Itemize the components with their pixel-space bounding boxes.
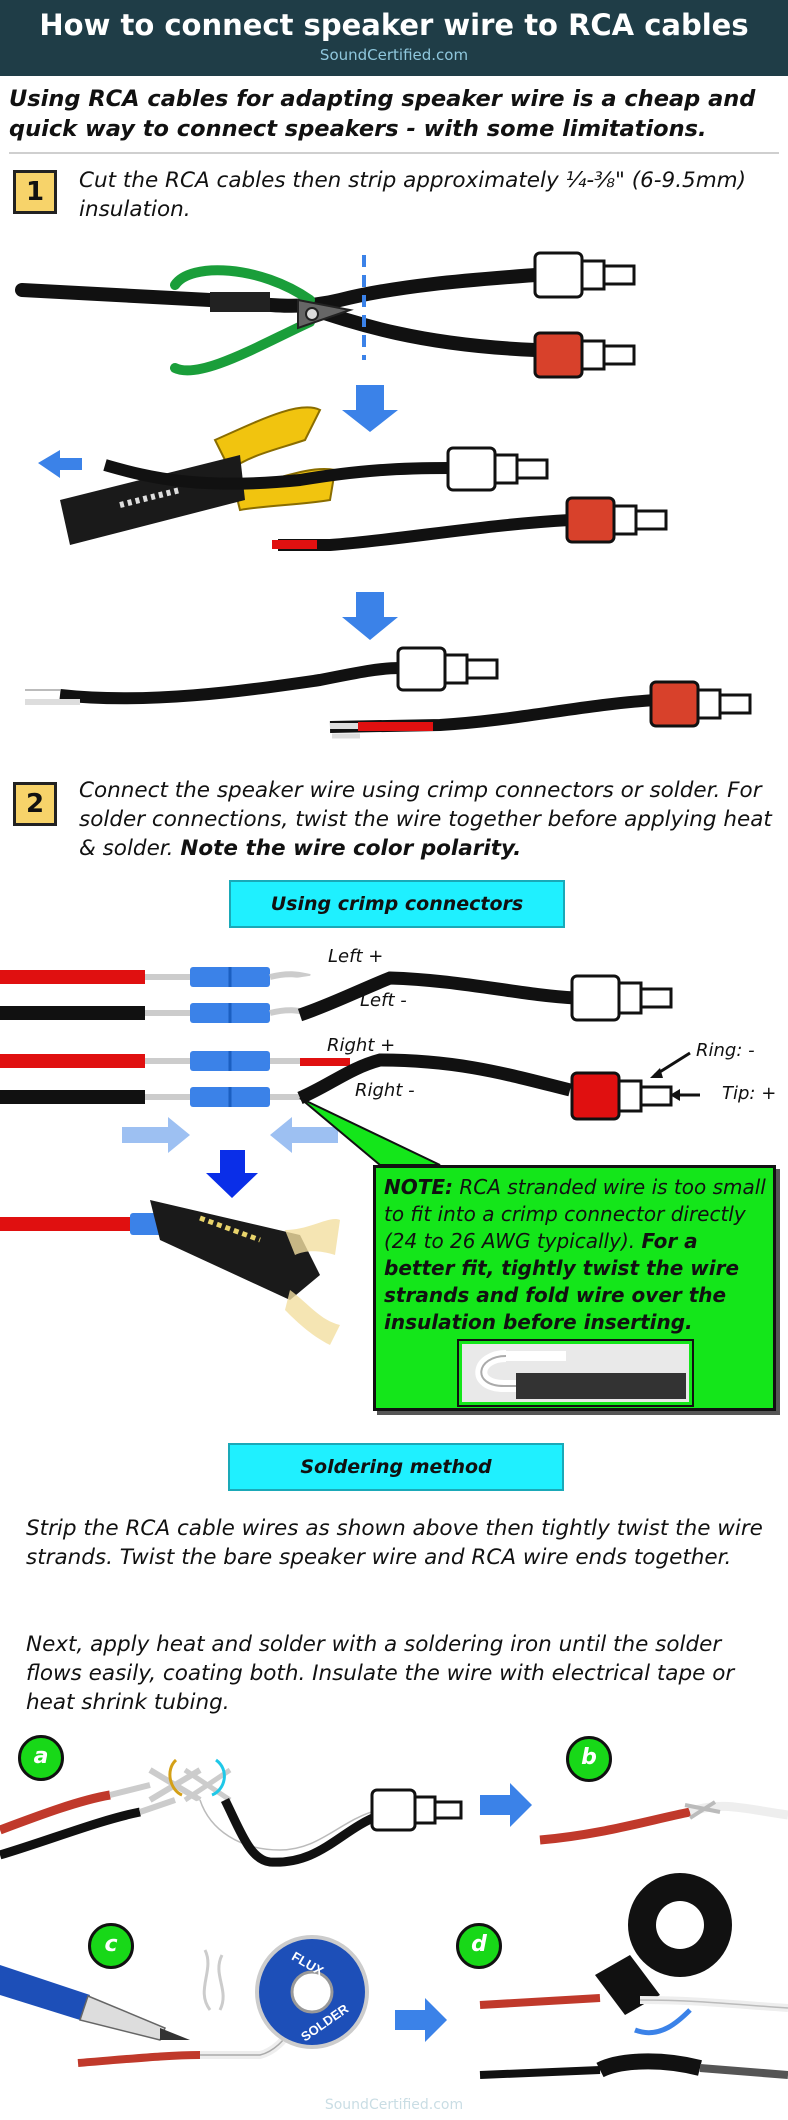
solder-paragraph-2: Next, apply heat and solder with a solde… xyxy=(26,1632,735,1715)
rca-plug-white-5 xyxy=(370,1788,463,1832)
note-lead: NOTE: xyxy=(384,1175,454,1199)
speaker-wire-black-right xyxy=(0,1090,145,1104)
page-title: How to connect speaker wire to RCA cable… xyxy=(39,8,749,42)
page-header: How to connect speaker wire to RCA cable… xyxy=(0,0,788,76)
label-tip: Tip: + xyxy=(722,1083,777,1104)
divider xyxy=(9,152,779,154)
smoke xyxy=(202,1949,225,2011)
note-body: RCA stranded wire is too small to fit in… xyxy=(384,1175,766,1253)
crimp-label: Using crimp connectors xyxy=(229,880,565,928)
solder-label: Soldering method xyxy=(228,1443,564,1491)
right-arrow-icon xyxy=(480,1783,532,1827)
intro-text: Using RCA cables for adapting speaker wi… xyxy=(9,86,756,142)
wrap-arrow-icon xyxy=(634,2008,692,2036)
step-2-badge: 2 xyxy=(13,782,57,826)
step-a-badge: a xyxy=(18,1735,64,1781)
twist-arrow-icon xyxy=(168,1758,183,1797)
crimp-tool-icon xyxy=(150,1200,340,1345)
label-right-minus: Right - xyxy=(355,1080,415,1101)
step-1-text: Cut the RCA cables then strip approximat… xyxy=(79,168,746,222)
speaker-wire-red-left xyxy=(0,970,145,984)
step-c-badge: c xyxy=(88,1923,134,1969)
step-2-text-bold: Note the wire color polarity. xyxy=(180,836,522,861)
label-left-minus: Left - xyxy=(360,990,407,1011)
red-inner-wire xyxy=(272,540,317,549)
step-2-text-main: Connect the speaker wire using crimp con… xyxy=(79,778,772,861)
speaker-wire-red-right xyxy=(0,1054,145,1068)
step-d-badge: d xyxy=(456,1923,502,1969)
crimp-wire-red xyxy=(0,1217,135,1231)
speaker-wire-black-left xyxy=(0,1006,145,1020)
label-right-plus: Right + xyxy=(327,1035,396,1056)
rca-plug-white-4 xyxy=(570,974,673,1022)
twist-arrow-icon xyxy=(211,1758,226,1797)
wire-cutter-icon xyxy=(170,265,354,376)
rca-plug-red-4 xyxy=(570,1071,673,1121)
left-arrow-icon xyxy=(270,1117,338,1153)
down-arrow-icon xyxy=(342,592,398,640)
rca-plug-white-3 xyxy=(396,646,499,692)
electrical-tape-icon xyxy=(595,1873,732,2015)
note-box: NOTE: RCA stranded wire is too small to … xyxy=(373,1165,776,1411)
solder-paragraph-1: Strip the RCA cable wires as shown above… xyxy=(26,1516,763,1570)
label-ring: Ring: - xyxy=(696,1040,755,1061)
footer-site: SoundCertified.com xyxy=(324,2097,464,2113)
down-arrow-icon xyxy=(206,1150,258,1198)
step-1-badge: 1 xyxy=(13,170,57,214)
right-arrow-icon xyxy=(122,1117,190,1153)
step-b-badge: b xyxy=(566,1736,612,1782)
stripped-red-cable xyxy=(329,694,656,739)
pull-arrow-icon xyxy=(38,450,82,478)
label-left-plus: Left + xyxy=(328,946,384,967)
rca-plug-red-1 xyxy=(533,331,636,379)
solder-spool-icon: FLUX SOLDER xyxy=(255,1935,369,2049)
site-name: SoundCertified.com xyxy=(319,46,469,64)
soldering-iron-icon xyxy=(0,1965,190,2041)
note-bold: For a better fit, tightly twist the wire… xyxy=(384,1229,740,1334)
rca-plug-white-2 xyxy=(446,446,549,492)
right-arrow-icon xyxy=(395,1998,447,2042)
down-arrow-icon xyxy=(342,385,398,432)
rca-plug-white-1 xyxy=(533,251,636,299)
step-2-text: Connect the speaker wire using crimp con… xyxy=(79,776,779,863)
note-text: NOTE: RCA stranded wire is too small to … xyxy=(384,1174,769,1336)
rca-plug-red-2 xyxy=(565,496,668,544)
folded-wire-illustration xyxy=(457,1339,694,1407)
stripped-white-cable xyxy=(21,662,401,705)
rca-plug-red-3 xyxy=(649,680,752,728)
